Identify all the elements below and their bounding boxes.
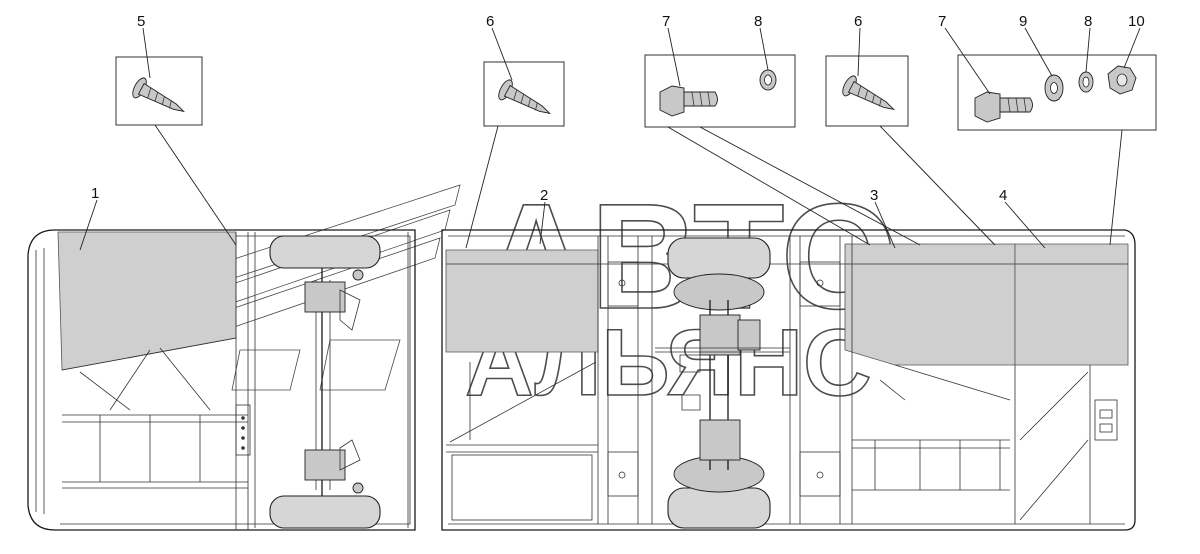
floor-panel-2 bbox=[445, 249, 599, 353]
floor-panel-1 bbox=[57, 231, 237, 371]
callout-2: 2 bbox=[540, 187, 548, 204]
front-section bbox=[27, 229, 416, 531]
callout-6b: 6 bbox=[854, 13, 862, 30]
front-wheel-bottom bbox=[269, 495, 381, 529]
callout-10: 10 bbox=[1128, 13, 1145, 30]
self-tapping-screw-icon bbox=[132, 77, 186, 113]
rear-wheel-bottom bbox=[667, 487, 771, 529]
leader-lines bbox=[79, 27, 1141, 251]
front-wheel-top bbox=[269, 235, 381, 269]
hex-bolt-icon bbox=[974, 91, 1033, 123]
spring-washer-icon bbox=[1078, 71, 1094, 93]
rear-section bbox=[441, 229, 1136, 531]
callout-9: 9 bbox=[1019, 13, 1027, 30]
callout-7b: 7 bbox=[938, 13, 946, 30]
callout-5: 5 bbox=[137, 13, 145, 30]
rear-wheel-top bbox=[667, 237, 771, 279]
self-tapping-screw-icon bbox=[498, 79, 552, 115]
detail-box-6a bbox=[483, 61, 565, 127]
callout-4: 4 bbox=[999, 187, 1007, 204]
flat-washer-icon bbox=[1044, 74, 1064, 102]
callout-3: 3 bbox=[870, 187, 878, 204]
callout-8b: 8 bbox=[1084, 13, 1092, 30]
floor-panel-4 bbox=[1014, 243, 1129, 366]
spring-washer-icon bbox=[759, 69, 777, 91]
callout-labels: 1 2 3 4 5 6 7 8 6 7 9 8 10 bbox=[91, 13, 1145, 204]
self-tapping-screw-icon bbox=[842, 75, 896, 111]
callout-1: 1 bbox=[91, 185, 99, 202]
detail-box-7a-8a bbox=[644, 54, 796, 128]
hex-bolt-icon bbox=[659, 85, 718, 117]
floor-panel-3 bbox=[844, 243, 1016, 366]
callout-6a: 6 bbox=[486, 13, 494, 30]
detail-box-7b-9-8b-10 bbox=[957, 54, 1157, 131]
detail-box-6b bbox=[825, 55, 909, 127]
callout-7a: 7 bbox=[662, 13, 670, 30]
hex-nut-icon bbox=[1107, 65, 1137, 95]
detail-box-5 bbox=[115, 56, 203, 126]
callout-8a: 8 bbox=[754, 13, 762, 30]
